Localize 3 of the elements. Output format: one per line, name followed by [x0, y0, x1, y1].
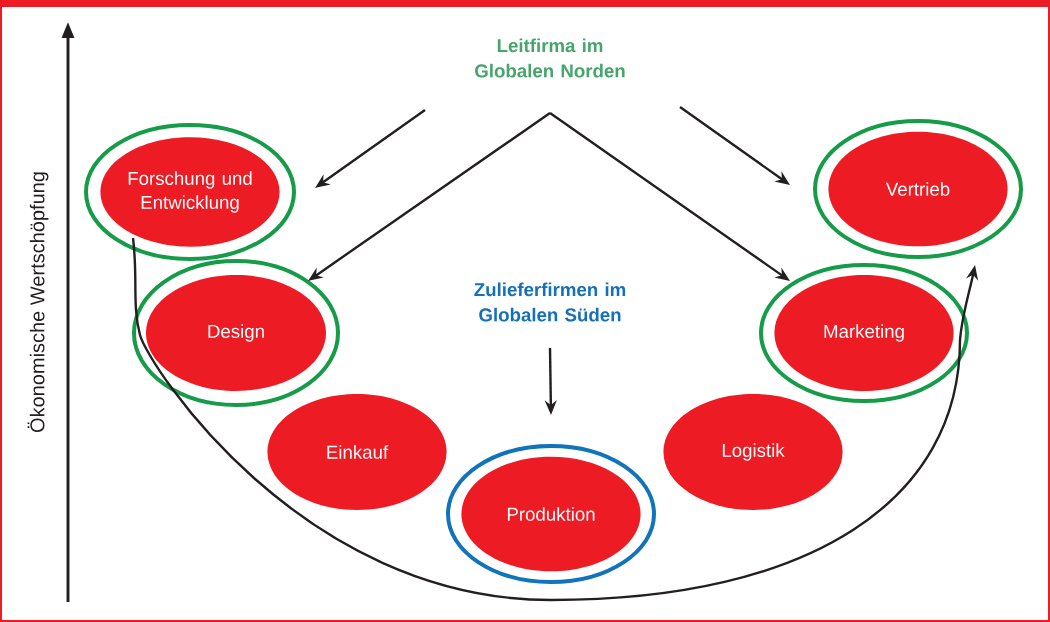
heading: Leitfirma im Globalen Norden	[475, 38, 625, 78]
axis-label: Ökonomische Wertschöpfung	[27, 172, 49, 433]
heading: Zulieferfirmen im Globalen Süden	[474, 282, 626, 322]
